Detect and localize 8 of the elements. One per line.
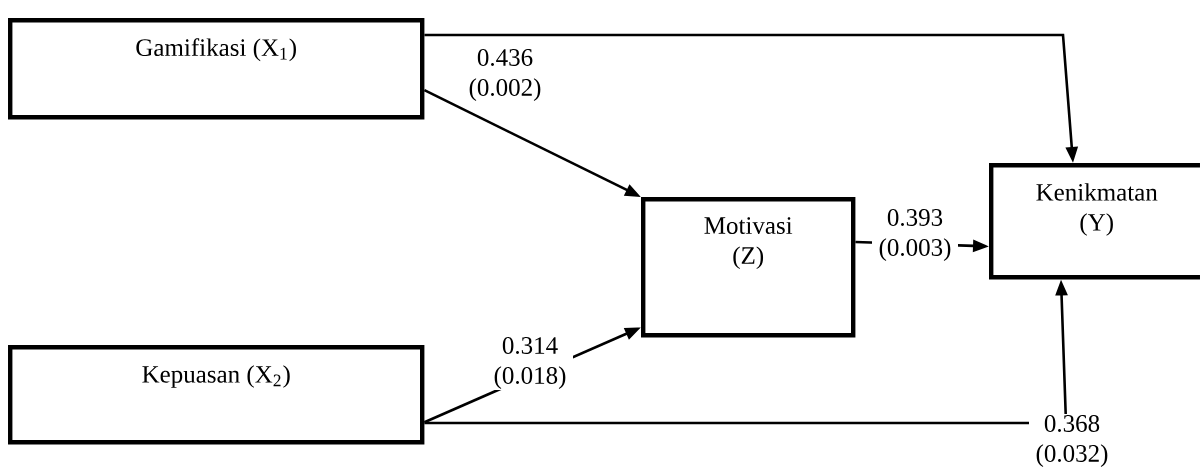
edge-label: 0.368 (0.032) <box>1029 414 1115 468</box>
edge-label: 0.314 (0.018) <box>487 336 573 390</box>
variable-box: Gamifikasi (X$_{1}$) <box>8 18 425 120</box>
variable-box: Motivasi (Z) <box>641 197 856 338</box>
variable-box: Kenikmatan (Y) <box>989 163 1200 280</box>
edge-label: 0.436 (0.002) <box>462 48 548 102</box>
edge-label: 0.393 (0.003) <box>872 208 958 262</box>
variable-box: Kepuasan (X$_{2}$) <box>8 345 425 445</box>
